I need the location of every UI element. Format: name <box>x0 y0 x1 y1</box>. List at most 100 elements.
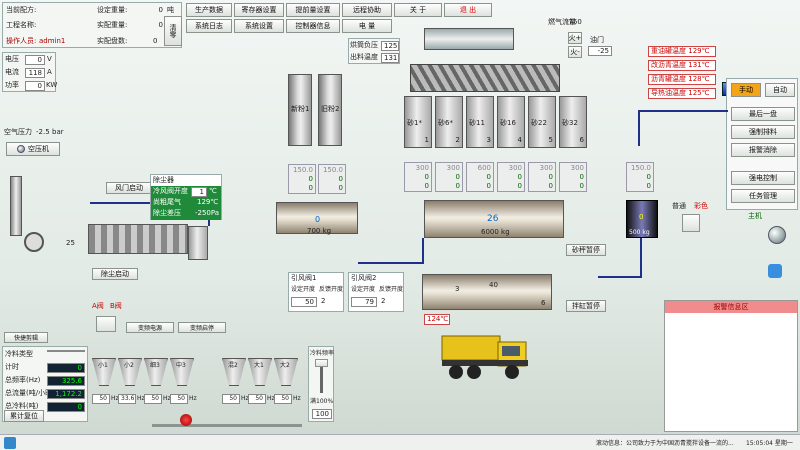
aggregate-bin-3-number: 3 <box>486 136 491 144</box>
menu-about[interactable]: 关 于 <box>394 3 442 17</box>
menu-system-log[interactable]: 系统日志 <box>186 19 232 33</box>
manual-mode-button[interactable]: 手动 <box>731 83 761 97</box>
menu-production-data[interactable]: 生产数据 <box>186 3 232 17</box>
powder-1-v3: 0 <box>308 184 313 192</box>
dryer-stack <box>10 176 22 236</box>
mixer-hold-button[interactable]: 拌缸暂停 <box>566 300 606 312</box>
damper-2-fb-value: 2 <box>381 297 386 305</box>
gas-flow-label: 燃气流量 <box>548 18 576 26</box>
aggregate-bin-1: 砂1* 1 <box>404 96 432 148</box>
powder-bin-1-readout: 150.0 0 0 <box>288 164 316 194</box>
operator-label: 操作人员: <box>6 37 37 45</box>
cold-feeder-1-hz[interactable]: 50 <box>92 394 110 404</box>
aggregate-bin-2-label: 砂6* <box>438 119 453 127</box>
cold-feeder-5-hz[interactable]: 50 <box>222 394 240 404</box>
fan-start-button[interactable]: 风门启动 <box>106 182 152 194</box>
outlet-temp-label: 出料温度 <box>350 53 378 61</box>
power-value: 0 <box>25 81 45 91</box>
mixer-center-value: 40 <box>489 281 498 289</box>
heavy-oil-temp-value: 129 <box>688 47 702 55</box>
aggregate-scale-cap: 6000 kg <box>481 228 510 236</box>
compressor-label: 空压机 <box>28 145 49 153</box>
help-icon[interactable] <box>768 264 782 278</box>
cold-feeder-5: 混2 <box>222 358 246 386</box>
menu-advance-settings[interactable]: 提前量设置 <box>286 3 340 17</box>
aggregate-bin-4-v1: 300 <box>508 164 522 172</box>
damper-2-title: 引风阀2 <box>351 274 377 282</box>
thermal-oil-temp-unit: ℃ <box>701 89 710 97</box>
color-mode-label: 彩色 <box>694 202 708 210</box>
cold-feeder-6-unit: Hz <box>267 395 275 402</box>
cold-feeder-6-hz[interactable]: 50 <box>248 394 266 404</box>
menu-controller-info[interactable]: 控制器信息 <box>286 19 340 33</box>
start-icon[interactable] <box>4 437 16 449</box>
vfd-start-button[interactable]: 变频启停 <box>178 322 226 333</box>
cold-rate-value[interactable]: 100 <box>312 409 332 419</box>
agg-scale-hold-button[interactable]: 砂秤暂停 <box>566 244 606 256</box>
task-manage-button[interactable]: 任务管理 <box>731 189 795 203</box>
damper-2-set-value[interactable]: 79 <box>351 297 377 307</box>
compressor-lamp-icon <box>17 145 25 153</box>
aggregate-scale-value: 26 <box>487 214 499 224</box>
valve-toggle[interactable] <box>96 316 116 332</box>
aggregate-bin-3-label: 砂11 <box>469 119 485 127</box>
aggregate-bin-2-readout: 300 0 0 <box>435 162 463 192</box>
cold-rate-slider[interactable] <box>315 359 328 367</box>
vfd-power-button[interactable]: 变频电源 <box>126 322 174 333</box>
drum-negative-pressure-label: 烘筒负压 <box>350 41 378 49</box>
cold-feeder-4-hz[interactable]: 50 <box>170 394 188 404</box>
menu-system-settings[interactable]: 系统设置 <box>234 19 284 33</box>
aggregate-bin-4: 砂16 4 <box>497 96 525 148</box>
aggregate-bin-6-readout: 300 0 0 <box>559 162 587 192</box>
cold-feeder-2-hz[interactable]: 33.6 <box>118 394 136 404</box>
alarm-area: 报警信息区 <box>664 300 798 432</box>
voltage-unit: V <box>47 55 52 63</box>
drum-upper <box>424 28 514 50</box>
auto-mode-button[interactable]: 自动 <box>765 83 795 97</box>
reset-total-button[interactable]: 累计复位 <box>4 410 44 422</box>
reset-total-label: 累计复位 <box>10 412 38 420</box>
damper-1-fb-value: 2 <box>321 297 326 305</box>
cold-feeder-2-label: 小2 <box>124 362 134 369</box>
force-discharge-button[interactable]: 强制排料 <box>731 125 795 139</box>
heavy-oil-temp-label: 重油罐温度 <box>651 47 686 55</box>
aggregate-bin-4-label: 砂16 <box>500 119 516 127</box>
asphalt-tank-temp-unit: ℃ <box>701 75 710 83</box>
cold-feeder-1-unit: Hz <box>111 395 119 402</box>
power-control-button[interactable]: 强电控制 <box>731 171 795 185</box>
last-batch-button[interactable]: 最后一盘 <box>731 107 795 121</box>
dust-start-button[interactable]: 除尘启动 <box>92 268 138 280</box>
menu-register-settings[interactable]: 寄存器设置 <box>234 3 284 17</box>
powder-2-v1: 150.0 <box>322 166 343 174</box>
aggregate-bin-4-readout: 300 0 0 <box>497 162 525 192</box>
cold-feeder-7: 大2 <box>274 358 298 386</box>
fire-up-button[interactable]: 火+ <box>568 32 582 44</box>
aggregate-bin-2: 砂6* 2 <box>435 96 463 148</box>
clear-button[interactable]: 清零 <box>164 16 182 46</box>
timer-value: 0 <box>47 363 85 373</box>
aggregate-bin-6-label: 砂32 <box>562 119 578 127</box>
menu-remote-assist[interactable]: 远程协助 <box>342 3 392 17</box>
mode-panel: 手动 自动 最后一盘 强制排料 报警消除 强电控制 任务管理 <box>726 78 798 210</box>
asphalt-tank-temp-label: 沥青罐温度 <box>651 75 686 83</box>
fire-down-button[interactable]: 火- <box>568 46 582 58</box>
total-flow-label: 总流量(吨/小时) <box>5 389 55 397</box>
alarm-clear-button[interactable]: 报警消除 <box>731 143 795 157</box>
asphalt-mode-toggle[interactable] <box>682 214 700 232</box>
damper-1-set-value[interactable]: 50 <box>291 297 317 307</box>
menu-power[interactable]: 电 量 <box>342 19 392 33</box>
aggregate-bin-3-v2: 0 <box>486 173 491 181</box>
cold-feeder-7-hz[interactable]: 50 <box>274 394 292 404</box>
cold-feeder-3-hz[interactable]: 50 <box>144 394 162 404</box>
damper-2-set-label: 设定开度 <box>351 286 376 293</box>
aggregate-bin-5-v3: 0 <box>548 182 553 190</box>
host-lamp-icon[interactable] <box>768 226 786 244</box>
cold-feeder-4-label: 中3 <box>176 362 186 369</box>
compressor-button[interactable]: 空压机 <box>6 142 60 156</box>
powder-silo-1: 新粉1 <box>288 74 312 146</box>
cold-feeder-6-label: 大1 <box>254 362 264 369</box>
current-unit: A <box>47 68 52 76</box>
quick-edit-button[interactable]: 快捷剪辑 <box>4 332 48 343</box>
menu-exit[interactable]: 退 出 <box>444 3 492 17</box>
asphalt-bin-v1: 150.0 <box>630 164 651 172</box>
